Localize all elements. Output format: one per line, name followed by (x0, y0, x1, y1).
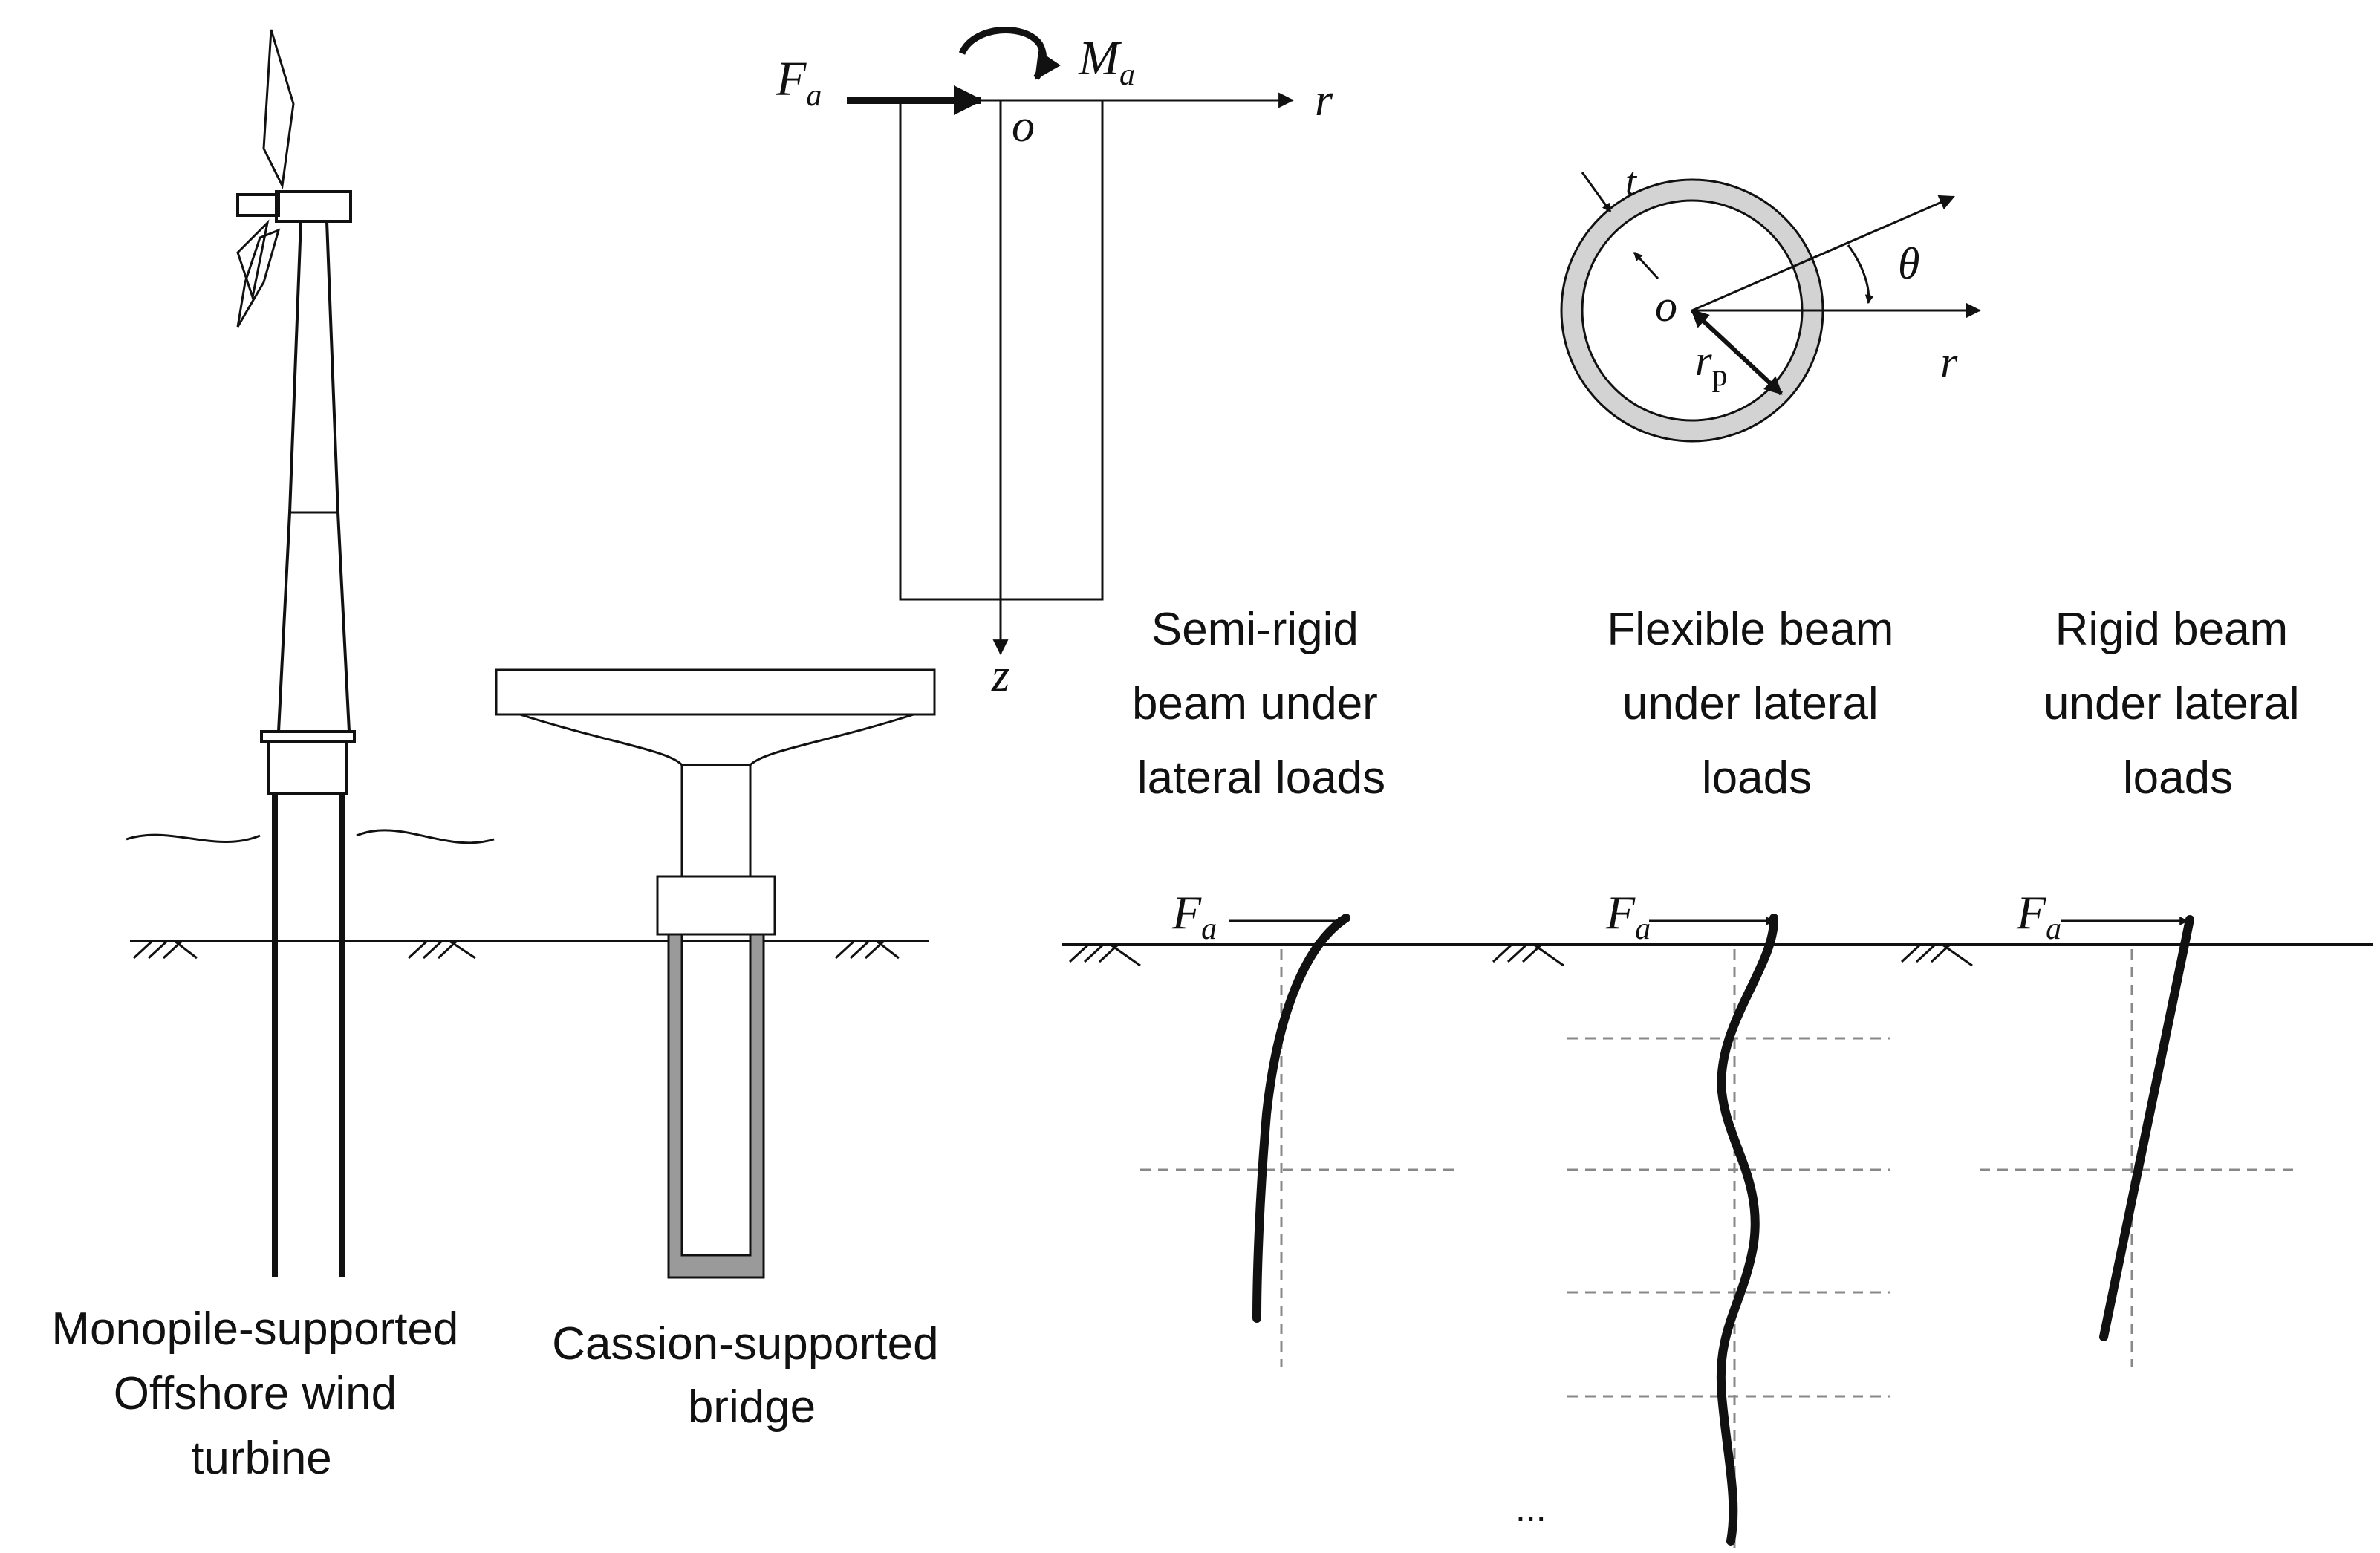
bridge-pier-cap (519, 713, 914, 766)
caption-semi-rigid: Semi-rigid beam under lateral loads (1132, 604, 1391, 804)
caption-semi-rigid-line-1: Semi-rigid (1151, 604, 1359, 655)
wind-turbine-drawing (126, 29, 929, 1277)
flexible-beam (1716, 914, 1779, 1546)
r-axis-label: r (1315, 75, 1333, 126)
rigid-beam (2099, 915, 2194, 1341)
turbine-tower-lower (277, 512, 351, 732)
caisson-wall (667, 933, 765, 1279)
force-label-semi-rigid: Fa (1171, 886, 1217, 946)
origin-label-section: o (1655, 281, 1677, 331)
caption-flexible-line-1: Flexible beam (1607, 604, 1893, 655)
pile-radius-label: rp (1695, 336, 1728, 393)
sea-surface (126, 829, 495, 844)
turbine-transition-lower (267, 740, 348, 795)
origin-label-pile: o (1012, 101, 1035, 152)
caption-semi-rigid-line-3: lateral loads (1137, 752, 1385, 804)
caption-semi-rigid-line-2: beam under (1132, 678, 1378, 729)
turbine-nacelle (275, 190, 352, 223)
force-label-top: Fa (776, 52, 822, 113)
ground-hatch-3 (1900, 943, 1973, 967)
seabed-hatch-3 (834, 940, 900, 960)
ground-hatch-1 (1068, 943, 1141, 967)
caption-bridge-line-2: bridge (688, 1381, 816, 1433)
bridge-pile-cap (656, 875, 776, 936)
caption-wind-turbine: Monopile-supported Offshore wind turbine (51, 1303, 471, 1484)
thickness-arrow-inner (1633, 251, 1659, 280)
angle-label: θ (1898, 239, 1919, 288)
z-axis-label: z (991, 651, 1009, 701)
turbine-transition-piece (260, 730, 356, 743)
bridge-pier-column (680, 764, 752, 878)
caption-bridge: Cassion-supported bridge (552, 1318, 952, 1433)
turbine-hub (236, 193, 280, 217)
caption-wind-turbine-line-1: Monopile-supported (51, 1303, 458, 1355)
moment-label: Ma (1078, 31, 1135, 92)
moment-arrow (958, 27, 1061, 80)
thickness-label: t (1625, 159, 1638, 204)
cross-section-angle-ray (1691, 195, 1955, 312)
turbine-tower-upper (288, 221, 339, 513)
cross-section-r-label: r (1940, 338, 1958, 387)
ellipsis-label: ... (1515, 1488, 1547, 1529)
pile-coordinate-sketch (847, 27, 1295, 656)
beam-sketches (1062, 914, 2373, 1549)
caption-flexible-line-2: under lateral (1622, 678, 1879, 729)
force-label-flexible: Fa (1605, 886, 1651, 946)
seabed-hatch-1 (132, 940, 198, 960)
thickness-arrow-outer (1581, 172, 1612, 212)
cross-section-drawing (1560, 172, 1982, 443)
turbine-blade-upper (262, 29, 295, 190)
force-label-rigid: Fa (2016, 886, 2061, 946)
semi-rigid-beam (1252, 914, 1350, 1323)
caption-rigid: Rigid beam under lateral loads (2044, 604, 2312, 804)
caption-rigid-line-3: loads (2123, 752, 2233, 804)
turbine-blade-lower (236, 228, 281, 328)
bridge-deck (495, 668, 936, 716)
caption-flexible-line-3: loads (1702, 752, 1812, 804)
radius-arrow (1690, 308, 1784, 396)
caption-rigid-line-1: Rigid beam (2055, 604, 2289, 655)
caption-flexible: Flexible beam under lateral loads (1607, 604, 1906, 804)
caption-rigid-line-2: under lateral (2044, 678, 2300, 729)
seabed-hatch-2 (407, 940, 476, 960)
caption-bridge-line-1: Cassion-supported (552, 1318, 938, 1370)
turbine-blade-lower-2 (236, 219, 270, 302)
angle-arc (1847, 244, 1874, 305)
caption-wind-turbine-line-2: Offshore wind (114, 1368, 397, 1419)
caption-wind-turbine-line-3: turbine (191, 1433, 332, 1484)
ground-hatch-2 (1492, 943, 1564, 967)
bridge-drawing (495, 668, 936, 1279)
